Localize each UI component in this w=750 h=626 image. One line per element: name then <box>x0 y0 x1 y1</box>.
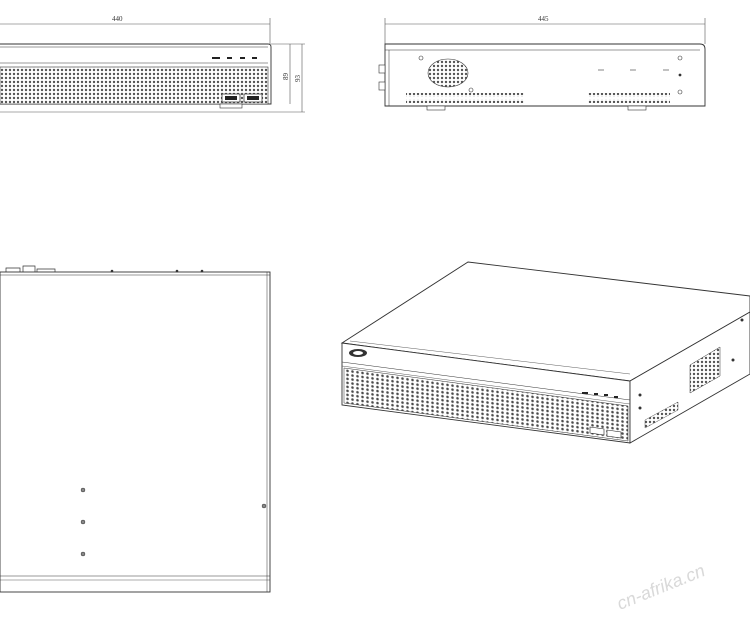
side-fan-grille <box>427 58 469 88</box>
side-vent-row <box>406 99 524 103</box>
iso-side-vent <box>644 401 679 429</box>
iso-front-mesh <box>343 367 629 442</box>
watermark-text: cn-afrika.cn <box>614 560 708 613</box>
front-view: 440 89 93 <box>0 15 305 113</box>
front-height-outer-label: 93 <box>294 75 302 83</box>
side-vent-row <box>588 93 670 97</box>
top-view <box>0 265 271 593</box>
iso-led-indicators <box>582 392 618 398</box>
front-led-indicators <box>212 57 257 59</box>
front-foot <box>219 103 243 109</box>
side-vent-row <box>406 93 524 97</box>
side-width-label: 445 <box>538 15 549 23</box>
side-view: 445 <box>378 15 706 111</box>
iso-usb-ports <box>589 426 622 439</box>
front-width-label: 440 <box>112 15 123 23</box>
watermark: cn-afrika.cn <box>614 560 708 613</box>
isometric-view <box>340 261 750 444</box>
side-vent-row <box>588 99 670 103</box>
iso-logo <box>349 349 367 357</box>
front-height-inner-label: 89 <box>282 73 290 81</box>
iso-side-fan <box>689 346 721 394</box>
front-usb-ports <box>221 93 263 103</box>
